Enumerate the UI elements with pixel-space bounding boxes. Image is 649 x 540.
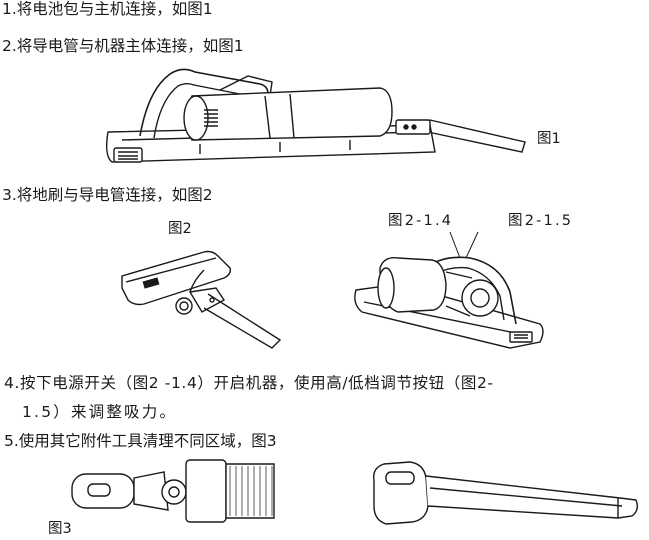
crevice-tool-icon	[370, 458, 640, 532]
figure-2-callout-speed: 图2-1.5	[508, 213, 574, 229]
figure-2-callout-power: 图2-1.4	[388, 213, 454, 229]
step-1-text: 1.将电池包与主机连接，如图1	[2, 0, 213, 18]
brush-attachment-icon	[68, 456, 278, 526]
step-3-text: 3.将地刷与导电管连接，如图2	[2, 186, 213, 204]
step-4-line-2: 1.5）来调整吸力。	[22, 403, 178, 421]
vacuum-main-unit-icon	[100, 60, 530, 170]
figure-3-label: 图3	[48, 521, 72, 537]
step-2-text: 2.将导电管与机器主体连接，如图1	[2, 37, 244, 55]
floor-brush-icon	[120, 240, 300, 350]
figure-2-top-label: 图2	[168, 221, 192, 237]
step-5-text: 5.使用其它附件工具清理不同区域，图3	[4, 432, 277, 450]
step-4-line-1: 4.按下电源开关（图2 -1.4）开启机器，使用高/低档调节按钮（图2-	[4, 374, 494, 392]
vacuum-with-brush-icon	[350, 232, 550, 352]
figure-1-label: 图1	[537, 131, 561, 147]
